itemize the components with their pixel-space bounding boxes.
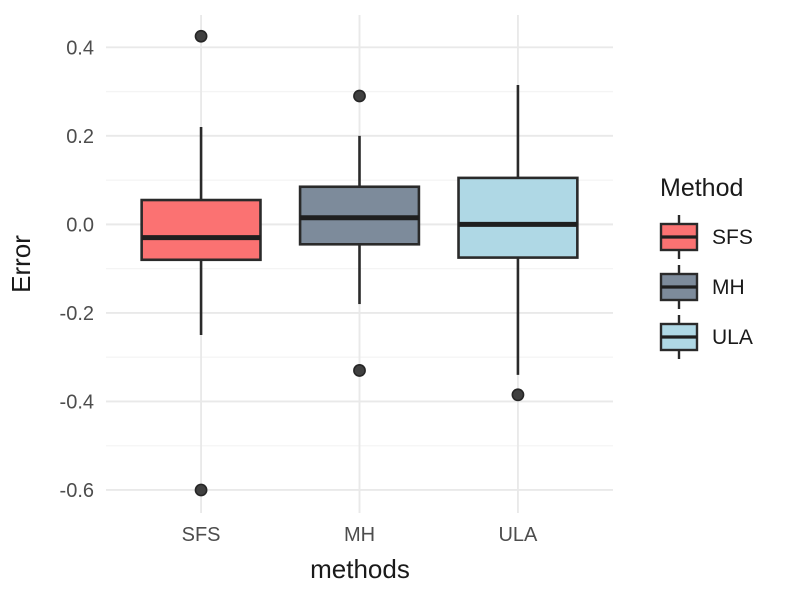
legend-entry-mh: MH <box>659 265 745 309</box>
legend-label: MH <box>712 276 745 299</box>
legend-label: ULA <box>712 326 753 349</box>
y-tick-label: -0.4 <box>60 391 94 413</box>
outlier-dot <box>353 364 366 377</box>
x-tick-label: ULA <box>498 524 538 546</box>
boxplot-sfs <box>140 29 262 497</box>
y-tick-label: -0.2 <box>60 303 94 325</box>
outlier-dot <box>353 89 366 103</box>
legend-title: Method <box>660 174 743 202</box>
legend-entry-sfs: SFS <box>659 215 753 259</box>
boxplot-mh <box>298 89 421 377</box>
y-axis-title: Error <box>6 235 36 293</box>
y-tick-label: 0.2 <box>66 126 94 148</box>
outlier-dot <box>194 29 208 43</box>
y-tick-label: 0.4 <box>66 37 94 59</box>
y-tick-label: -0.6 <box>60 480 94 502</box>
y-tick-label: 0.0 <box>66 214 94 236</box>
outlier-dot <box>194 483 208 497</box>
x-axis-title: methods <box>310 554 410 584</box>
legend-entry-ula: ULA <box>659 315 753 359</box>
boxplot-ula <box>457 84 579 402</box>
iqr-box <box>140 198 262 262</box>
x-tick-label: MH <box>344 524 375 546</box>
box-layer <box>140 29 579 497</box>
legend-entries: SFS MH ULA <box>659 215 753 359</box>
legend-label: SFS <box>712 226 753 249</box>
legend: Method SFS MH ULA <box>659 174 753 359</box>
outlier-dot <box>511 388 525 402</box>
iqr-box <box>457 176 579 259</box>
x-tick-label: SFS <box>182 524 221 546</box>
